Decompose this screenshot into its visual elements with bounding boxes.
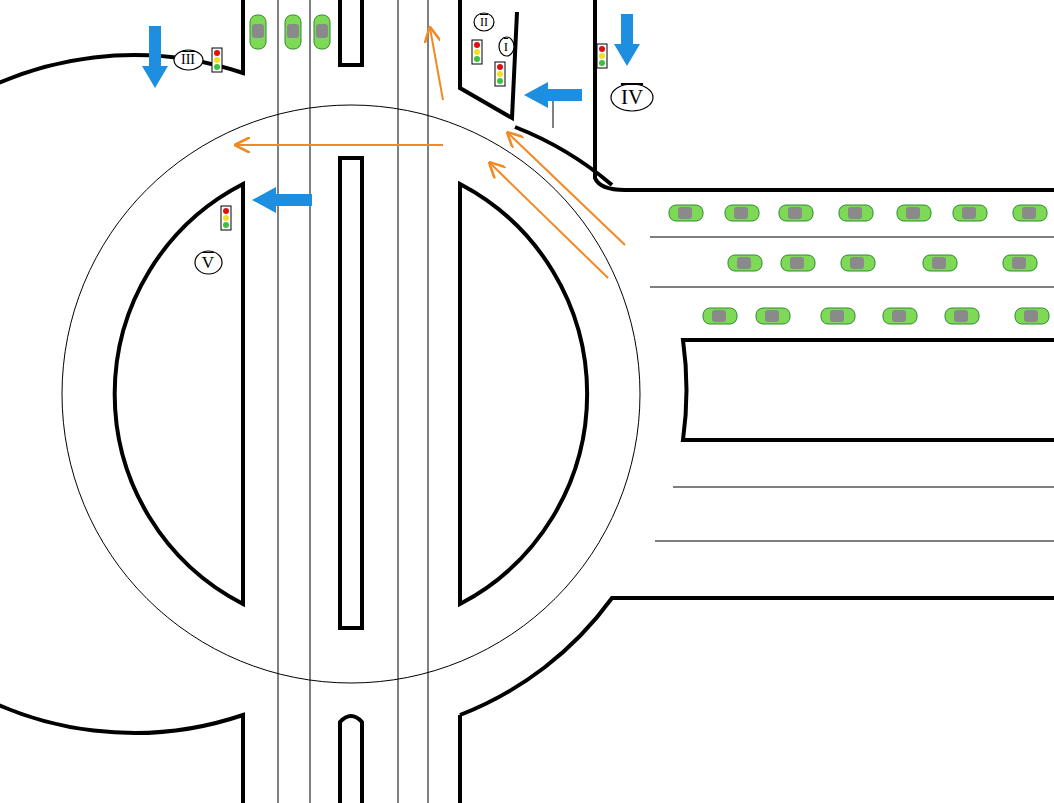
cars xyxy=(250,15,1049,324)
car xyxy=(285,15,301,49)
zone-number: II xyxy=(473,16,495,28)
lane-lines xyxy=(62,0,1054,803)
direction-arrows xyxy=(142,14,640,213)
traffic-light xyxy=(472,40,482,64)
car xyxy=(883,308,917,324)
car xyxy=(756,308,790,324)
zone-number: III xyxy=(173,53,204,67)
car xyxy=(953,205,987,221)
zone-label: II xyxy=(473,12,495,32)
zone-label: I xyxy=(498,36,515,57)
car xyxy=(1015,308,1049,324)
car xyxy=(669,205,703,221)
car xyxy=(841,255,875,271)
zone-number: I xyxy=(498,40,515,53)
car xyxy=(781,255,815,271)
car xyxy=(945,308,979,324)
car xyxy=(250,15,266,49)
car xyxy=(1013,205,1047,221)
car xyxy=(923,255,957,271)
car xyxy=(821,308,855,324)
car xyxy=(703,308,737,324)
traffic-lights xyxy=(212,40,607,230)
car xyxy=(779,205,813,221)
car xyxy=(1003,255,1037,271)
car xyxy=(839,205,873,221)
car xyxy=(728,255,762,271)
zone-label: V xyxy=(194,250,223,275)
car xyxy=(314,15,330,49)
zone-number: IV xyxy=(610,87,654,108)
car xyxy=(897,205,931,221)
traffic-flow-arrows xyxy=(236,28,625,278)
traffic-light xyxy=(212,48,222,72)
zone-number: V xyxy=(194,254,223,271)
car xyxy=(725,205,759,221)
traffic-light xyxy=(495,62,505,86)
zone-label: III xyxy=(173,49,204,71)
zone-label: IV xyxy=(610,83,654,112)
traffic-light xyxy=(597,44,607,68)
traffic-light xyxy=(221,206,231,230)
